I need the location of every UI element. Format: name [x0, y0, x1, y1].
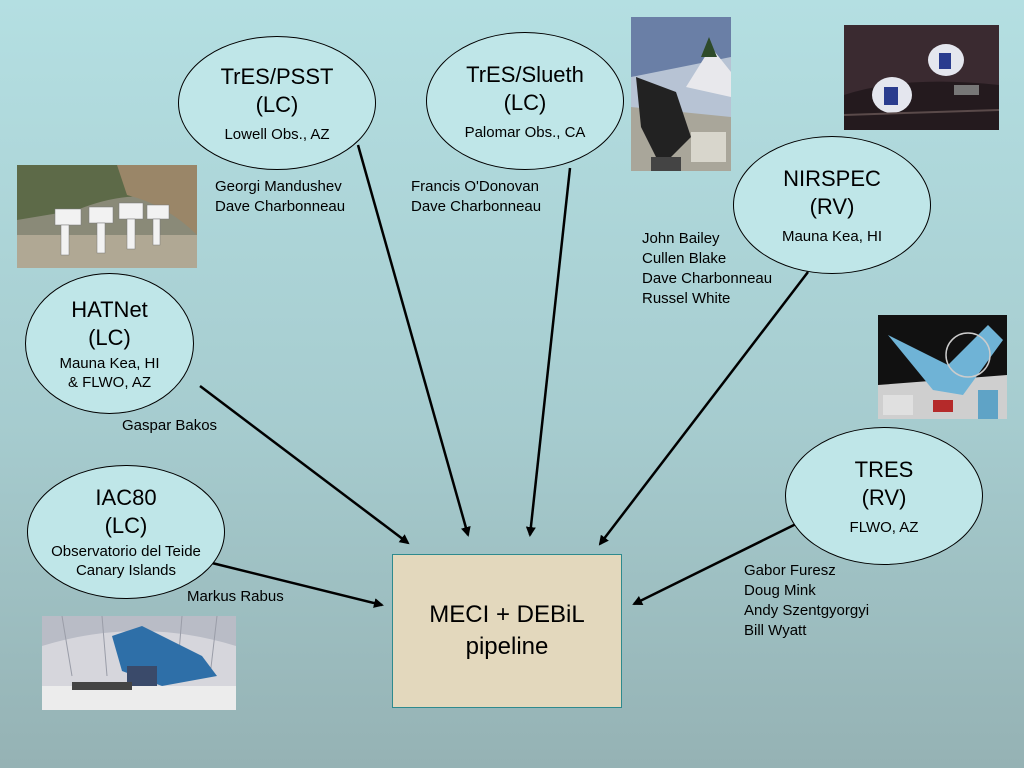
people-tres-slueth: Francis O'Donovan Dave Charbonneau [411, 178, 542, 215]
node-tres-psst: TrES/PSST (LC) Lowell Obs., AZ [178, 36, 376, 170]
arrow-iac80 [211, 561, 384, 608]
people-nirspec: John Bailey Cullen Blake Dave Charbonnea… [642, 230, 773, 307]
node-subtitle: (LC) [88, 324, 131, 350]
node-subtitle: (RV) [809, 193, 855, 219]
node-tres: TRES (RV) FLWO, AZ [785, 427, 983, 565]
node-location: Palomar Obs., CA [464, 123, 586, 141]
pipeline-box: MECI + DEBiL pipeline [392, 554, 622, 708]
people-tres-psst: Georgi Mandushev Dave Charbonneau [215, 178, 346, 215]
node-location: Mauna Kea, HI & FLWO, AZ [59, 354, 160, 391]
hatnet-telescopes-photo [17, 165, 197, 268]
people-iac80: Markus Rabus [187, 588, 284, 605]
node-subtitle: (LC) [255, 91, 299, 117]
iac80-telescope-photo [42, 616, 236, 710]
node-title: TrES/Slueth [466, 61, 584, 87]
node-title: NIRSPEC [783, 165, 881, 191]
node-title: IAC80 [95, 485, 157, 510]
node-title: TRES [854, 456, 914, 482]
node-subtitle: (LC) [503, 89, 547, 115]
tres-telescope-photo [878, 315, 1007, 419]
arrow-nirspec [598, 271, 809, 546]
pipeline-label: MECI + DEBiL pipeline [429, 601, 585, 660]
palomar-telescope-photo [631, 17, 731, 171]
arrow-hatnet [199, 385, 410, 545]
node-location: FLWO, AZ [849, 518, 919, 536]
node-title: HATNet [71, 296, 148, 322]
node-location: Observatorio del Teide Canary Islands [51, 543, 201, 579]
mauna-kea-domes-photo [844, 25, 999, 130]
people-hatnet: Gaspar Bakos [122, 417, 218, 434]
node-subtitle: (RV) [861, 484, 907, 510]
node-hatnet: HATNet (LC) Mauna Kea, HI & FLWO, AZ [25, 273, 194, 414]
node-nirspec: NIRSPEC (RV) Mauna Kea, HI [733, 136, 931, 274]
node-tres-slueth: TrES/Slueth (LC) Palomar Obs., CA [426, 32, 624, 170]
node-location: Lowell Obs., AZ [224, 125, 330, 143]
node-title: TrES/PSST [220, 63, 334, 89]
arrow-tres [632, 522, 797, 606]
arrow-tres-psst [356, 144, 471, 537]
node-iac80: IAC80 (LC) Observatorio del Teide Canary… [27, 465, 225, 599]
people-tres: Gabor Furesz Doug Mink Andy Szentgyorgyi… [744, 562, 870, 639]
arrow-tres-slueth [525, 167, 572, 537]
node-subtitle: (LC) [104, 513, 148, 538]
node-location: Mauna Kea, HI [781, 227, 883, 245]
